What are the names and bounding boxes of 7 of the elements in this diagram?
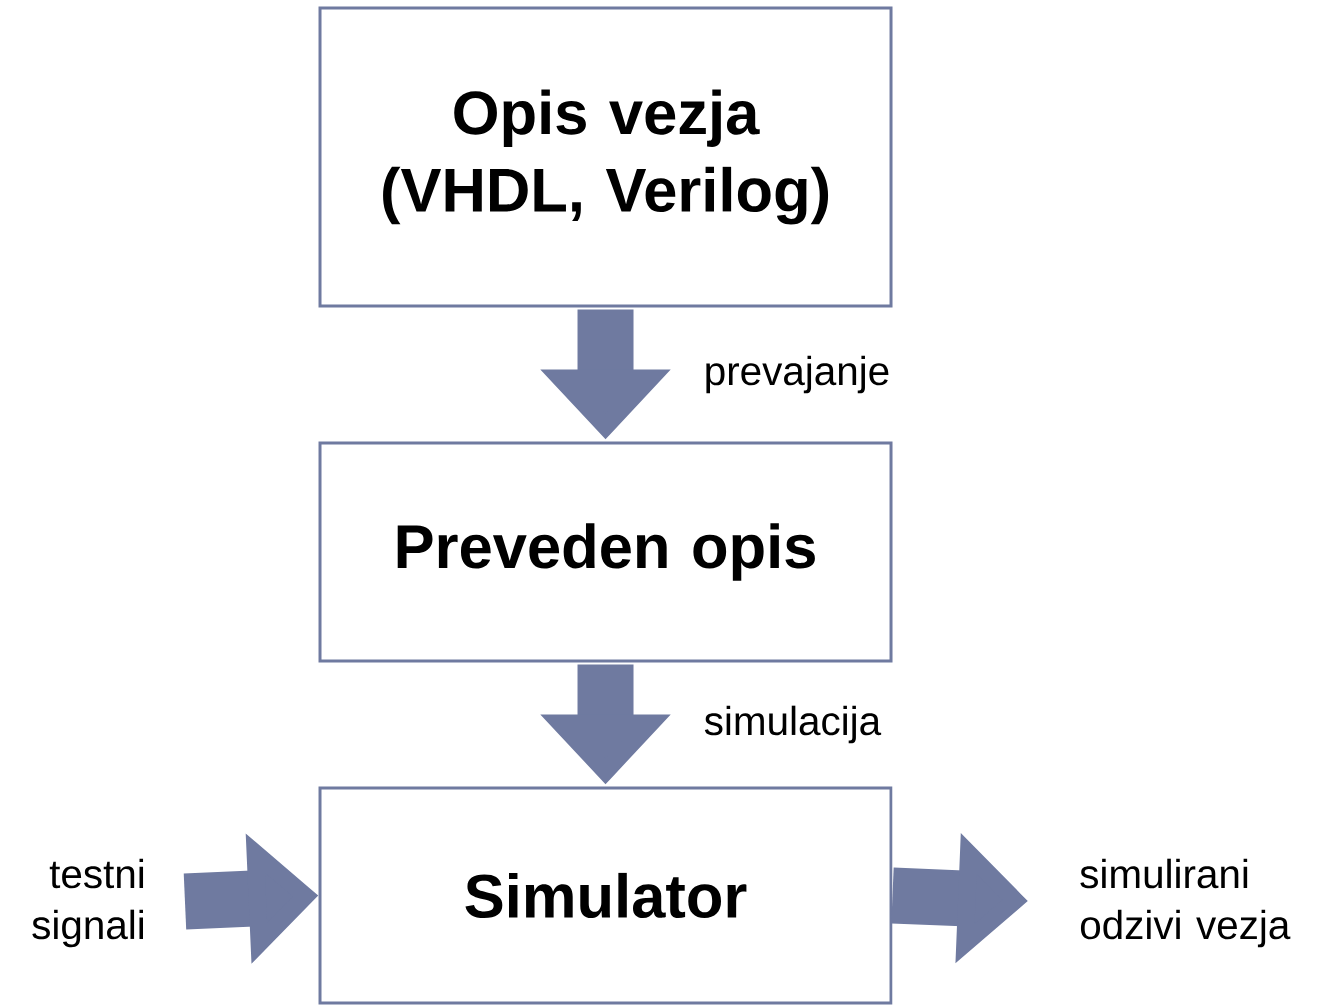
edge-label: prevajanje bbox=[706, 355, 889, 394]
signal-label: simulirani odzivi vezja bbox=[1080, 858, 1291, 948]
process-box: Simulator bbox=[318, 786, 893, 1005]
edge-label: simulacija bbox=[704, 705, 882, 744]
signal-label: testni signali bbox=[32, 858, 144, 948]
process-box: Opis vezja (VHDL, Verilog) bbox=[318, 6, 893, 308]
process-box: Preveden opis bbox=[318, 441, 893, 663]
